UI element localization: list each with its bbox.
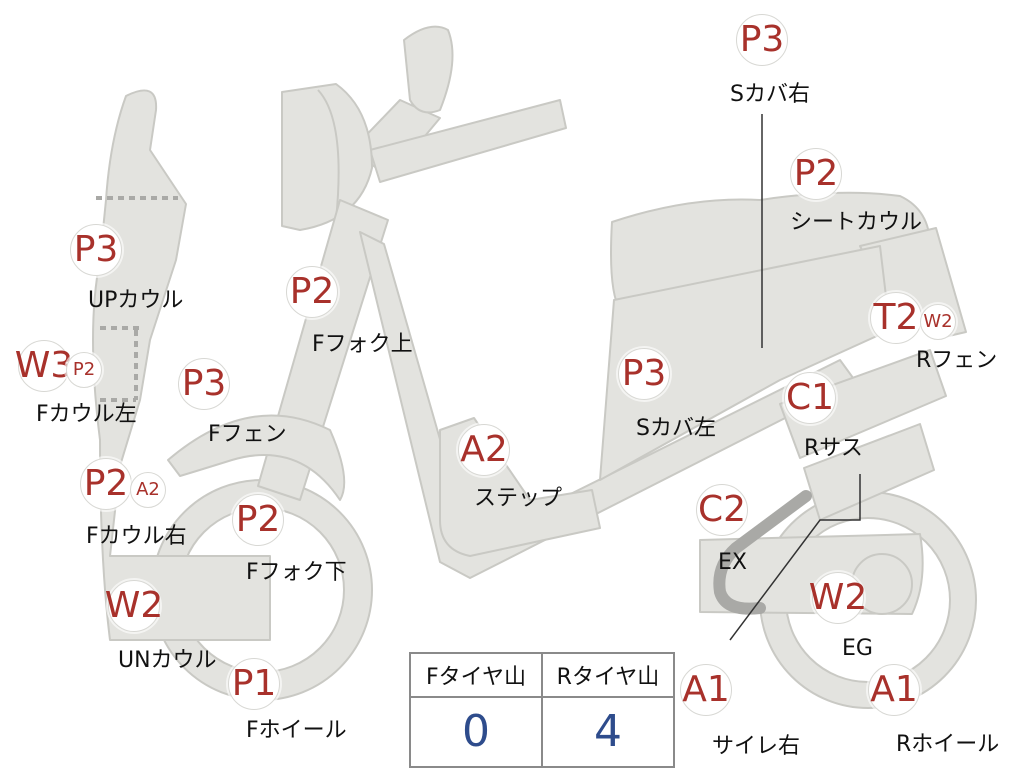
part-label-f-cowl-right: Fカウル右 bbox=[86, 524, 187, 549]
part-label-eg: EG bbox=[842, 636, 873, 661]
part-code-s-cover-left: P3 bbox=[618, 348, 670, 400]
part-label-f-wheel: Fホイール bbox=[246, 718, 347, 743]
exhaust-pipe-shape bbox=[713, 490, 812, 615]
front-tire-value: 0 bbox=[462, 705, 490, 757]
part-code-r-sus: C1 bbox=[784, 372, 836, 424]
part-code-f-wheel: P1 bbox=[228, 658, 280, 710]
part-code-f-cowl-left: W3 bbox=[15, 340, 73, 392]
part-label-f-fork-lower: Fフォク下 bbox=[246, 560, 347, 585]
part-code-up-cowl: P3 bbox=[70, 224, 122, 276]
rear-tire-value: 4 bbox=[594, 705, 622, 757]
part-code-r-fender: T2 bbox=[870, 292, 922, 344]
part-label-r-sus: Rサス bbox=[804, 436, 863, 461]
part-code-eg: W2 bbox=[809, 572, 867, 624]
part-label-ex: EX bbox=[718, 550, 747, 575]
part-code-f-cowl-right-secondary: A2 bbox=[130, 472, 166, 508]
part-code-s-cover-right: P3 bbox=[736, 14, 788, 66]
part-label-s-cover-right: Sカバ右 bbox=[730, 82, 810, 107]
part-label-f-fender: Fフェン bbox=[208, 422, 287, 447]
part-code-f-fork-upper: P2 bbox=[286, 266, 338, 318]
part-code-f-fork-lower: P2 bbox=[232, 494, 284, 546]
part-label-f-cowl-left: Fカウル左 bbox=[36, 402, 137, 427]
part-code-f-cowl-left-secondary: P2 bbox=[66, 352, 102, 388]
part-label-s-cover-left: Sカバ左 bbox=[636, 416, 716, 441]
part-label-silencer-right: サイレ右 bbox=[712, 734, 801, 759]
part-code-step: A2 bbox=[458, 424, 510, 476]
part-label-r-wheel: Rホイール bbox=[896, 732, 1000, 757]
tire-tread-table: Fタイヤ山 Rタイヤ山 0 4 bbox=[409, 652, 675, 768]
table-divider bbox=[541, 654, 543, 766]
part-code-r-fender-secondary: W2 bbox=[920, 304, 956, 340]
part-code-seat-cowl: P2 bbox=[790, 148, 842, 200]
rear-tire-header: Rタイヤ山 bbox=[543, 654, 673, 698]
part-label-r-fender: Rフェン bbox=[916, 348, 998, 373]
part-code-f-fender: P3 bbox=[178, 358, 230, 410]
part-code-un-cowl: W2 bbox=[105, 580, 163, 632]
scooter-silhouette bbox=[92, 25, 977, 709]
part-code-r-wheel: A1 bbox=[868, 664, 920, 716]
part-code-silencer-right: A1 bbox=[680, 664, 732, 716]
part-code-f-cowl-right: P2 bbox=[80, 458, 132, 510]
part-code-ex: C2 bbox=[696, 484, 748, 536]
front-tire-header: Fタイヤ山 bbox=[411, 654, 541, 698]
leader-line-r-sus bbox=[729, 474, 861, 641]
part-label-up-cowl: UPカウル bbox=[88, 288, 184, 313]
part-label-f-fork-upper: Fフォク上 bbox=[312, 332, 413, 357]
part-label-seat-cowl: シートカウル bbox=[790, 210, 923, 235]
part-label-step: ステップ bbox=[474, 486, 563, 511]
part-label-un-cowl: UNカウル bbox=[118, 648, 217, 673]
